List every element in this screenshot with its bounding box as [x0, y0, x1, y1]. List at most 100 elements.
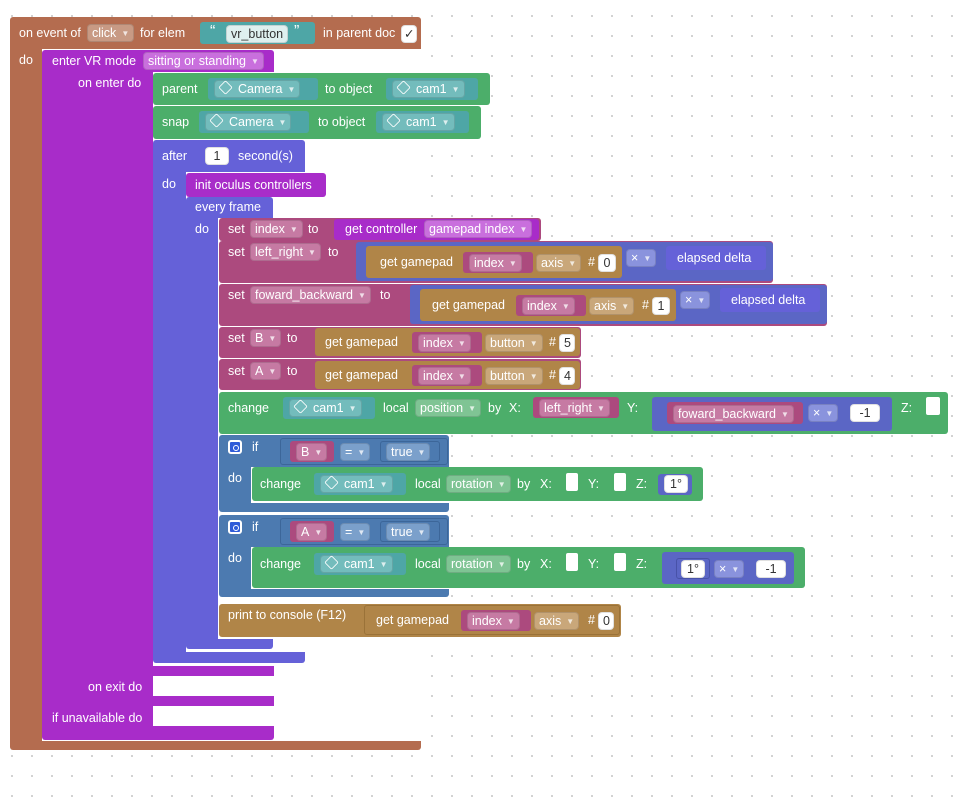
operator-dropdown[interactable]: ×▼: [714, 560, 745, 578]
index-var-dropdown[interactable]: index▼: [418, 367, 471, 385]
seconds-input[interactable]: 1: [205, 147, 229, 165]
gear-icon[interactable]: [228, 520, 242, 534]
cam1-dropdown[interactable]: cam1▼: [392, 80, 465, 98]
a-var-dropdown[interactable]: A▼: [296, 523, 328, 541]
chevron-down-icon: ▼: [506, 617, 515, 626]
if-unavailable-slot: [153, 706, 274, 726]
x-value-slot[interactable]: [566, 553, 578, 571]
chevron-down-icon: ▼: [643, 254, 652, 263]
hash-label: #: [588, 255, 595, 269]
chevron-down-icon: ▼: [357, 528, 366, 537]
z-label: Z:: [901, 401, 913, 415]
negative-one-input[interactable]: -1: [756, 560, 786, 578]
button-number-input[interactable]: 4: [559, 367, 575, 385]
chevron-down-icon: ▼: [357, 448, 366, 457]
index-var-dropdown[interactable]: index▼: [250, 220, 303, 238]
camera-dropdown-2[interactable]: Camera▼: [205, 113, 292, 131]
axis-dropdown[interactable]: axis▼: [536, 254, 582, 272]
elapsed-delta-block[interactable]: [666, 246, 766, 270]
y-value-slot[interactable]: [614, 473, 626, 491]
negative-one-input[interactable]: -1: [850, 404, 880, 422]
y-value-slot[interactable]: [614, 553, 626, 571]
gear-icon[interactable]: [228, 440, 242, 454]
set-label: set: [228, 364, 245, 378]
elem-name-input[interactable]: vr_button: [226, 25, 289, 43]
cube-icon: [386, 113, 401, 128]
equals-dropdown[interactable]: =▼: [340, 523, 371, 541]
axis-number-input[interactable]: 1: [652, 297, 670, 315]
axis-dropdown[interactable]: axis▼: [534, 612, 580, 630]
index-var-dropdown[interactable]: index▼: [418, 334, 471, 352]
operator-dropdown[interactable]: ×▼: [680, 291, 711, 309]
get-controller-label: get controller: [345, 222, 418, 236]
cam1-dropdown[interactable]: cam1▼: [320, 475, 393, 493]
true-dropdown[interactable]: true▼: [386, 523, 431, 541]
left-right-var-dropdown[interactable]: left_right▼: [250, 243, 321, 261]
chevron-down-icon: ▼: [417, 528, 426, 537]
z-value-slot[interactable]: [926, 397, 940, 415]
elapsed-delta-block[interactable]: [720, 288, 820, 312]
set-label: set: [228, 288, 245, 302]
left-right-var-dropdown[interactable]: left_right▼: [539, 399, 610, 417]
axis-dropdown[interactable]: axis▼: [589, 297, 635, 315]
on-enter-do-label: on enter do: [78, 76, 142, 90]
hash-label: #: [588, 613, 595, 627]
if-label: if: [252, 440, 259, 454]
index-var-dropdown[interactable]: index▼: [467, 612, 520, 630]
change-label: change: [228, 401, 270, 415]
local-label: local: [415, 557, 441, 571]
hash-label: #: [642, 298, 649, 312]
property-dropdown[interactable]: position▼: [415, 399, 482, 417]
chevron-down-icon: ▼: [780, 410, 789, 419]
vr-mode-dropdown[interactable]: sitting or standing▼: [143, 52, 264, 70]
chevron-down-icon: ▼: [314, 528, 323, 537]
cam1-dropdown[interactable]: cam1▼: [320, 555, 393, 573]
get-gamepad-label: get gamepad: [432, 298, 505, 312]
cube-icon: [218, 80, 233, 95]
b-var-dropdown[interactable]: B▼: [250, 329, 282, 347]
foward-backward-var-dropdown[interactable]: foward_backward▼: [250, 286, 371, 304]
rotation-dropdown[interactable]: rotation▼: [446, 555, 511, 573]
cam1-dropdown-2[interactable]: cam1▼: [382, 113, 455, 131]
true-dropdown[interactable]: true▼: [386, 443, 431, 461]
foward-backward-var-dropdown[interactable]: foward_backward▼: [673, 405, 794, 423]
index-var-dropdown[interactable]: index▼: [522, 297, 575, 315]
button-dropdown[interactable]: button▼: [485, 334, 543, 352]
hash-label: #: [549, 368, 556, 382]
chevron-down-icon: ▼: [379, 560, 388, 569]
chevron-down-icon: ▼: [529, 339, 538, 348]
operator-dropdown[interactable]: ×▼: [626, 249, 657, 267]
set-label: set: [228, 222, 245, 236]
axis-number-input[interactable]: 0: [598, 612, 614, 630]
a-var-dropdown[interactable]: A▼: [250, 362, 282, 380]
index-var-dropdown[interactable]: index▼: [469, 254, 522, 272]
cam1-dropdown[interactable]: cam1▼: [289, 399, 362, 417]
axis-number-input[interactable]: 0: [598, 254, 616, 272]
chevron-down-icon: ▼: [519, 225, 528, 234]
to-label: to: [380, 288, 391, 302]
operator-dropdown[interactable]: ×▼: [808, 404, 839, 422]
b-var-dropdown[interactable]: B▼: [296, 443, 328, 461]
change-label: change: [260, 477, 302, 491]
degree-input[interactable]: 1°: [664, 475, 688, 493]
camera-dropdown[interactable]: Camera▼: [214, 80, 301, 98]
init-oculus-block[interactable]: [186, 173, 326, 197]
event-type-dropdown[interactable]: click▼: [87, 24, 135, 42]
get-gamepad-label: get gamepad: [380, 255, 453, 269]
get-gamepad-label: get gamepad: [376, 613, 449, 627]
if-do-label: do: [228, 471, 242, 485]
chevron-down-icon: ▼: [561, 302, 570, 311]
gamepad-index-dropdown[interactable]: gamepad index▼: [424, 220, 533, 238]
chevron-down-icon: ▼: [357, 291, 366, 300]
quote-open-icon: “: [210, 23, 216, 40]
degree-input[interactable]: 1°: [681, 560, 705, 578]
cube-icon: [324, 475, 339, 490]
x-value-slot[interactable]: [566, 473, 578, 491]
chevron-down-icon: ▼: [457, 339, 466, 348]
button-number-input[interactable]: 5: [559, 334, 575, 352]
button-dropdown[interactable]: button▼: [485, 367, 543, 385]
equals-dropdown[interactable]: =▼: [340, 443, 371, 461]
rotation-dropdown[interactable]: rotation▼: [446, 475, 511, 493]
parent-doc-checkbox[interactable]: ✓: [401, 25, 417, 43]
chevron-down-icon: ▼: [268, 367, 277, 376]
